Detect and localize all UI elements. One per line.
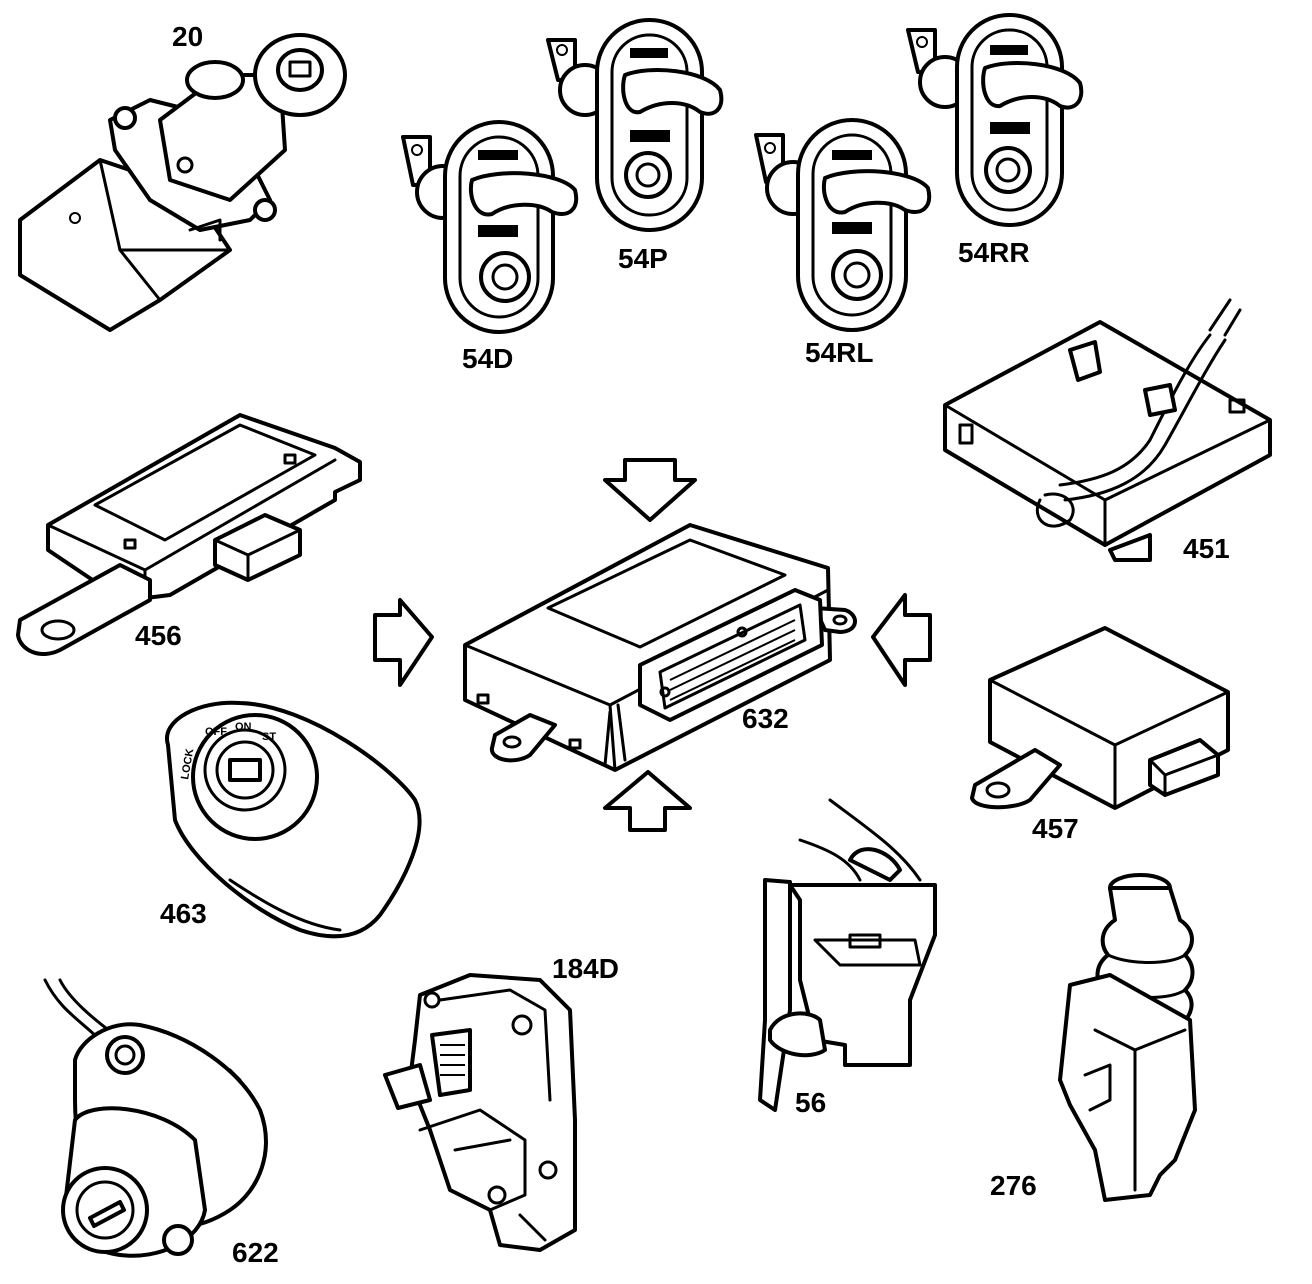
label-54RL: 54RL xyxy=(805,337,873,368)
label-54D: 54D xyxy=(462,343,513,374)
label-632: 632 xyxy=(742,703,789,734)
receiver-module-456 xyxy=(16,413,362,656)
label-54RR: 54RR xyxy=(958,237,1030,268)
labels: 20 54P 54RR 54D 54RL 451 456 632 457 463… xyxy=(135,21,1230,1268)
module-457 xyxy=(970,626,1230,810)
ignition-position-on: ON xyxy=(235,721,252,733)
ignition-switch-20 xyxy=(18,33,347,332)
label-56: 56 xyxy=(795,1087,826,1118)
arrow-up xyxy=(603,770,692,832)
door-switch-54P xyxy=(546,18,724,232)
label-456: 456 xyxy=(135,620,182,651)
ignition-position-off: OFF xyxy=(205,726,227,738)
label-463: 463 xyxy=(160,898,207,929)
label-457: 457 xyxy=(1032,813,1079,844)
door-switch-54D xyxy=(401,120,579,334)
label-20: 20 xyxy=(172,21,203,52)
ignition-position-lock: LOCK xyxy=(179,748,196,781)
actuator-276 xyxy=(1058,873,1197,1202)
lock-barrel-622 xyxy=(43,978,268,1258)
label-622: 622 xyxy=(232,1237,279,1268)
arrow-right xyxy=(373,598,434,687)
label-276: 276 xyxy=(990,1170,1037,1201)
module-451 xyxy=(943,298,1272,562)
door-lock-184D xyxy=(383,973,577,1252)
connector-pins xyxy=(669,619,796,701)
control-unit-632 xyxy=(463,523,857,772)
ignition-position-start: ST xyxy=(262,731,276,743)
arrow-down xyxy=(603,458,697,522)
door-switch-54RL xyxy=(754,118,932,332)
arrow-left xyxy=(871,593,932,687)
label-451: 451 xyxy=(1183,533,1230,564)
label-54P: 54P xyxy=(618,243,668,274)
ignition-housing-463: OFF ON ST LOCK xyxy=(164,700,422,939)
label-184D: 184D xyxy=(552,953,619,984)
door-switch-54RR xyxy=(906,13,1084,227)
latch-switch-56 xyxy=(758,798,937,1112)
